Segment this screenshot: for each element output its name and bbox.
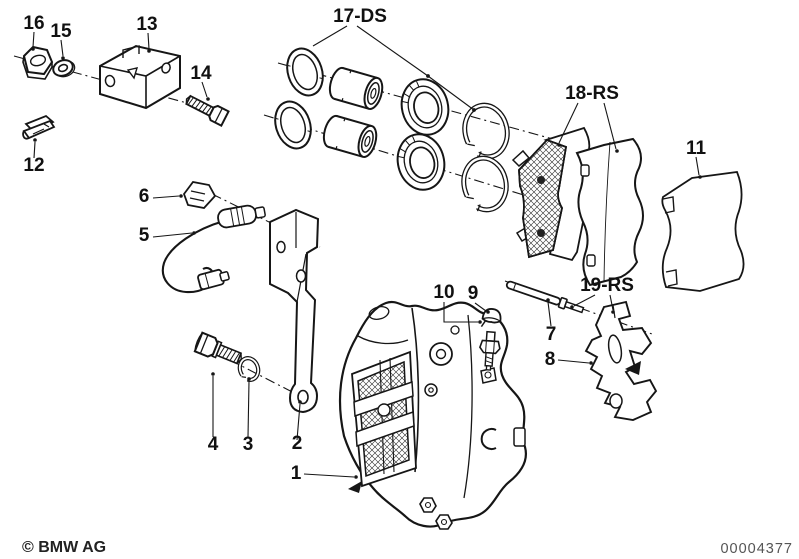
callout-17-ds: 17-DS <box>333 6 387 27</box>
callout-11: 11 <box>686 138 707 159</box>
callout-6: 6 <box>139 186 150 207</box>
callout-3: 3 <box>243 434 254 455</box>
diagram-number: 00004377 <box>720 541 793 557</box>
part-2-carrier-bracket-drawing <box>269 208 320 414</box>
copyright-text: © BMW AG <box>22 539 106 556</box>
callout-10: 10 <box>433 282 454 303</box>
part-7-guide-pin-drawing <box>505 280 585 314</box>
callout-1: 1 <box>291 463 302 484</box>
part-6-sensor-clip-drawing <box>182 181 217 209</box>
callout-19-rs: 19-RS <box>580 275 634 296</box>
callout-14: 14 <box>190 63 212 84</box>
callout-4: 4 <box>208 434 219 455</box>
part-18rs-brake-pad-set-drawing <box>511 126 644 287</box>
part-14-hex-bolt-drawing <box>185 94 230 128</box>
callout-15: 15 <box>50 21 72 42</box>
callout-2: 2 <box>292 433 303 454</box>
callout-9: 9 <box>468 283 479 304</box>
callout-13: 13 <box>136 14 157 35</box>
part-17ds-caliper-repair-kit-drawing <box>268 42 513 222</box>
part-13-holder-bracket-drawing <box>99 44 181 110</box>
callout-5: 5 <box>139 225 150 246</box>
callout-12: 12 <box>23 155 44 176</box>
callout-leader-dots <box>31 47 702 479</box>
callout-16: 16 <box>23 13 44 34</box>
part-15-washer-drawing <box>52 59 76 78</box>
callout-18-rs: 18-RS <box>565 83 619 104</box>
callout-7: 7 <box>546 324 557 345</box>
part-11-shim-plate-drawing <box>661 171 745 292</box>
part-9-bleeder-valve-drawing <box>479 330 501 371</box>
part-19rs-retaining-bracket-drawing <box>584 300 658 421</box>
part-5-wear-sensor-drawing <box>161 204 266 294</box>
part-12-spring-clip-drawing <box>22 114 56 140</box>
assembly-direction-arrow-icon <box>625 361 641 375</box>
part-4-mounting-bolt-drawing <box>193 331 243 365</box>
callout-8: 8 <box>545 349 556 370</box>
part-1-caliper-housing-drawing <box>338 300 527 530</box>
part-16-hex-nut-drawing <box>22 45 54 80</box>
